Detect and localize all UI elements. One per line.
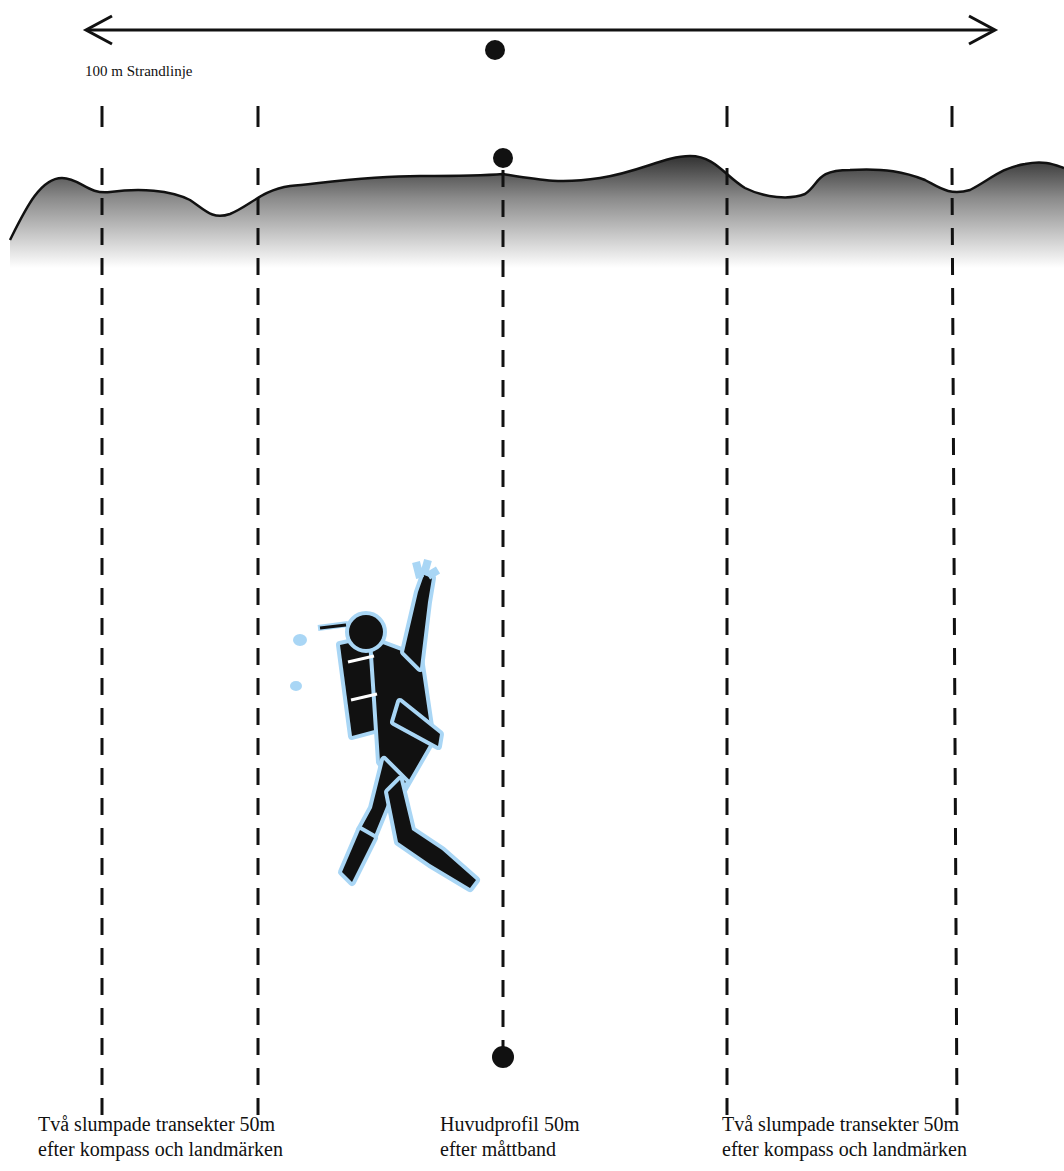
shoreline-shade [10, 156, 1064, 275]
transect-top-marks [102, 106, 952, 127]
marker-dot [485, 40, 505, 60]
diver-figure [290, 560, 476, 888]
shoreline [10, 156, 1064, 240]
marker-dot [493, 148, 513, 168]
shoreline-length-arrow [86, 16, 995, 44]
main-profile-line [502, 170, 505, 1050]
marker-dot [492, 1046, 514, 1068]
transect-caption: Huvudprofil 50m efter måttband [440, 1112, 600, 1162]
transect-lines [102, 168, 957, 1118]
shoreline-label: 100 m Strandlinje [85, 62, 325, 81]
diver-details [320, 625, 377, 700]
transect-caption: Två slumpade transekter 50m efter kompas… [38, 1112, 300, 1162]
transect-caption: Två slumpade transekter 50m efter kompas… [722, 1112, 984, 1162]
